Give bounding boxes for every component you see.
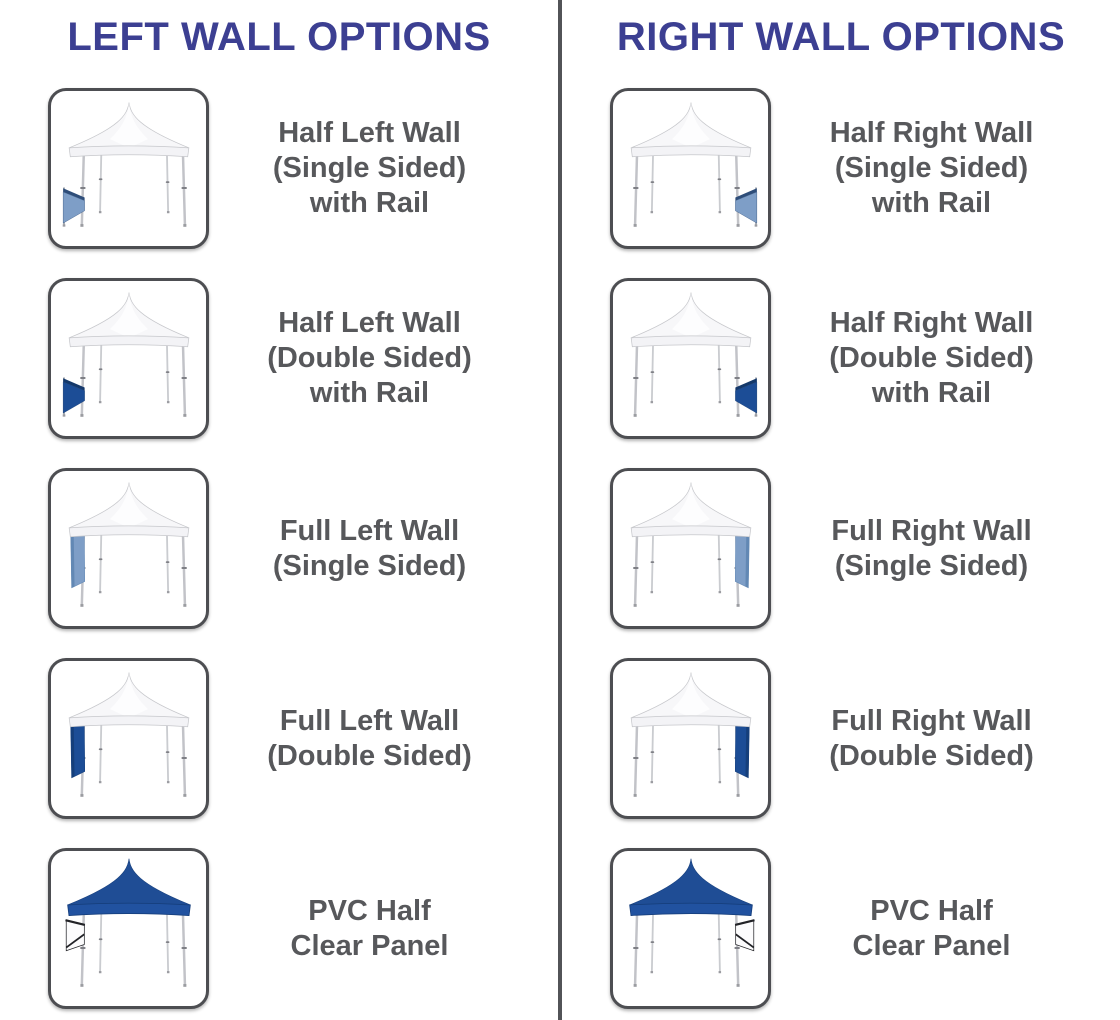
tent-thumbnail [48,848,209,1009]
wall-option-row: Full Right Wall(Single Sided) [562,468,1120,629]
wall-option-label-line: Half Right Wall [829,117,1034,150]
wall-option-label-line: with Rail [871,376,992,409]
wall-option-row: Full Left Wall(Single Sided) [0,468,558,629]
wall-option-row: Half Right Wall(Single Sided)with Rail [562,88,1120,249]
wall-option-label-line: Half Left Wall [278,117,461,150]
canopy-tent-pvc-half-clear-panel-left-icon [64,858,191,987]
wall-option-label-line: Full Left Wall [279,704,460,737]
column-divider-line [558,0,562,1020]
wall-option-label-line: Clear Panel [852,929,1011,962]
wall-option-label: Full Left Wall(Double Sided) [209,704,558,774]
right-wall-options-column: RIGHT WALL OPTIONS Half Right Wall(Singl… [562,0,1120,1020]
wall-option-label-line: (Single Sided) [272,549,467,582]
canopy-tent-half-right-wall-double-sided-icon [630,292,757,417]
wall-option-label-line: with Rail [871,186,992,219]
wall-option-label: Half Left Wall(Double Sided)with Rail [209,306,558,410]
wall-option-label-line: (Double Sided) [267,739,472,772]
wall-option-label: Half Right Wall(Double Sided)with Rail [771,306,1120,410]
wall-option-label: Full Right Wall(Double Sided) [771,704,1120,774]
tent-thumbnail [610,278,771,439]
wall-option-label-line: Full Right Wall [831,514,1032,547]
wall-option-label-line: Full Left Wall [279,514,460,547]
wall-option-label-line: (Double Sided) [829,739,1034,772]
wall-option-label-line: PVC Half [870,894,993,927]
canopy-tent-half-left-wall-single-sided-icon [62,102,189,227]
canopy-tent-full-left-wall-double-sided-icon [68,672,189,797]
right-column-title: RIGHT WALL OPTIONS [616,15,1066,59]
tent-thumbnail [610,88,771,249]
canopy-tent-pvc-half-clear-panel-right-icon [628,858,755,987]
wall-option-label-line: Clear Panel [290,929,449,962]
wall-option-label-line: with Rail [309,186,430,219]
canopy-tent-full-right-wall-double-sided-icon [630,672,751,797]
wall-option-label-line: (Single Sided) [272,152,467,185]
wall-option-label-line: (Single Sided) [834,152,1029,185]
wall-option-label: Full Left Wall(Single Sided) [209,514,558,584]
tent-thumbnail [610,468,771,629]
tent-thumbnail [610,658,771,819]
wall-option-label-line: Half Right Wall [829,307,1034,340]
wall-option-row: Full Left Wall(Double Sided) [0,658,558,819]
tent-thumbnail [48,468,209,629]
left-wall-options-column: LEFT WALL OPTIONS Half Left Wall(Single … [0,0,558,1020]
tent-thumbnail [48,278,209,439]
canopy-tent-half-left-wall-double-sided-icon [62,292,189,417]
wall-option-label: Half Left Wall(Single Sided)with Rail [209,116,558,220]
wall-option-label-line: PVC Half [308,894,431,927]
wall-option-label: Full Right Wall(Single Sided) [771,514,1120,584]
tent-thumbnail [48,658,209,819]
wall-option-row: Half Left Wall(Double Sided)with Rail [0,278,558,439]
left-column-title: LEFT WALL OPTIONS [67,15,491,59]
wall-option-label-line: with Rail [309,376,430,409]
wall-option-row: Half Left Wall(Single Sided)with Rail [0,88,558,249]
wall-option-row: Full Right Wall(Double Sided) [562,658,1120,819]
wall-option-row: Half Right Wall(Double Sided)with Rail [562,278,1120,439]
right-column-rows: Half Right Wall(Single Sided)with Rail H… [562,88,1120,1009]
canopy-tent-full-right-wall-single-sided-icon [630,482,751,607]
wall-option-label-line: (Single Sided) [834,549,1029,582]
tent-thumbnail [610,848,771,1009]
wall-option-label: Half Right Wall(Single Sided)with Rail [771,116,1120,220]
wall-option-label-line: Half Left Wall [278,307,461,340]
wall-option-label-line: (Double Sided) [829,342,1034,375]
canopy-tent-half-right-wall-single-sided-icon [630,102,757,227]
tent-thumbnail [48,88,209,249]
wall-option-label-line: Full Right Wall [831,704,1032,737]
wall-option-label-line: (Double Sided) [267,342,472,375]
canopy-tent-full-left-wall-single-sided-icon [68,482,189,607]
left-column-rows: Half Left Wall(Single Sided)with Rail Ha… [0,88,558,1009]
